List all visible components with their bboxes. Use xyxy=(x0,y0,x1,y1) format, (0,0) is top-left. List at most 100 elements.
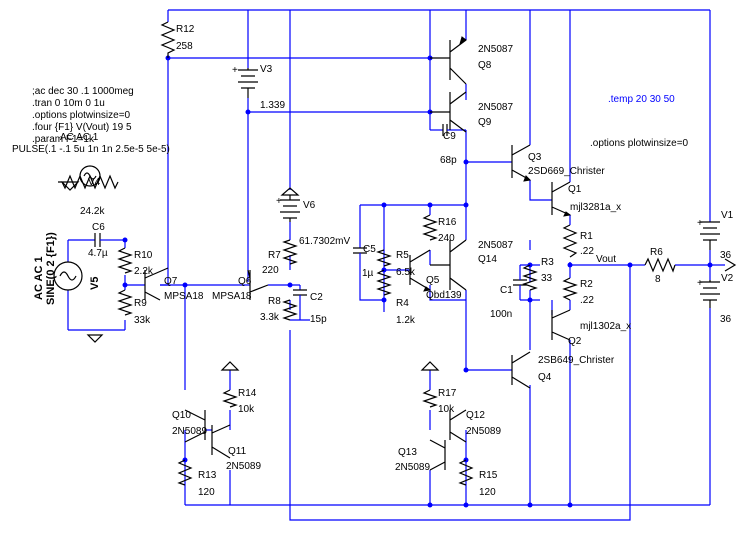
r14-value: 10k xyxy=(238,404,255,415)
directive-text: ;ac dec 30 .1 1000meg .tran 0 10m 0 1u .… xyxy=(32,86,689,149)
q13-name: Q13 xyxy=(398,447,417,458)
c9-value: 68p xyxy=(440,155,457,166)
v5-ac-label: AC AC 1 xyxy=(33,256,45,300)
source-v6: + xyxy=(276,187,300,222)
capacitor-c2 xyxy=(293,289,307,312)
directive-line-2: .tran 0 10m 0 1u xyxy=(32,98,105,109)
c9-name: C9 xyxy=(443,131,456,142)
source-v1: + xyxy=(697,218,720,250)
q8-name: Q8 xyxy=(478,60,492,71)
ground-v5 xyxy=(86,334,104,343)
r16-name: R16 xyxy=(438,217,457,228)
source-v3: + xyxy=(232,65,258,98)
c6-name: C6 xyxy=(92,222,105,233)
q6-model: MPSA18 xyxy=(212,291,252,302)
c1-name: C1 xyxy=(500,285,513,296)
r13-name: R13 xyxy=(198,470,217,481)
resistor-r10 xyxy=(117,247,133,274)
r3-value: 33 xyxy=(541,273,553,284)
transistor-q6 xyxy=(247,269,269,300)
r8-name: R8 xyxy=(268,296,281,307)
resistors xyxy=(58,21,676,486)
q3-model: 2SD669_Christer xyxy=(528,166,605,177)
r9-value: 33k xyxy=(134,315,151,326)
q5-model: Qbd139 xyxy=(426,290,462,301)
source-labels: AC AC 1 PULSE(.1 -.1 5u 1n 1n 2.5e-5 5e-… xyxy=(12,64,734,325)
r6-name: R6 xyxy=(650,247,663,258)
q12-name: Q12 xyxy=(466,410,485,421)
r12-value: 258 xyxy=(176,41,193,52)
r16-value: 240 xyxy=(438,233,455,244)
r2-value: .22 xyxy=(580,295,594,306)
r9-name: R9 xyxy=(134,298,147,309)
q10-name: Q10 xyxy=(172,410,191,421)
q14-name: Q14 xyxy=(478,254,497,265)
q11-model: 2N5089 xyxy=(226,461,261,472)
c1-value: 100n xyxy=(490,309,512,320)
resistor-labels: R12 258 24.2k R10 2.2k R9 33k R7 220 R8 … xyxy=(80,24,663,498)
r15-value: 120 xyxy=(479,487,496,498)
q4-name: Q4 xyxy=(538,372,552,383)
directive-line-5: .param F1=1k xyxy=(32,134,95,145)
q2-model: mjl1302a_x xyxy=(580,321,631,332)
q13-model: 2N5089 xyxy=(395,462,430,473)
resistor-r7 xyxy=(282,239,298,265)
resistor-r8 xyxy=(282,299,298,321)
r4-name: R4 xyxy=(396,298,409,309)
q6-name: Q6 xyxy=(238,276,252,287)
transistor-q4 xyxy=(511,351,531,389)
v6-value: 61.7302mV xyxy=(299,236,350,247)
v5-name: V5 xyxy=(89,277,101,290)
capacitor-labels: C6 4.7µ C9 68p C5 1µ C2 15p C1 100n xyxy=(88,131,513,325)
q12-model: 2N5089 xyxy=(466,426,501,437)
capacitors xyxy=(94,124,527,312)
resistor-r3 xyxy=(522,264,538,291)
q8-model: 2N5087 xyxy=(478,44,513,55)
transistor-q9 xyxy=(430,91,467,133)
c6-value: 4.7µ xyxy=(88,248,108,259)
v4-name: V4 xyxy=(88,177,101,188)
q7-name: Q7 xyxy=(164,276,178,287)
transistor-q7 xyxy=(144,267,169,301)
resistor-r14 xyxy=(222,389,238,408)
q1-model: mjl3281a_x xyxy=(570,202,621,213)
q9-model: 2N5087 xyxy=(478,102,513,113)
r11-value: 24.2k xyxy=(80,206,105,217)
resistor-r13 xyxy=(177,459,193,486)
r13-value: 120 xyxy=(198,487,215,498)
v6-name: V6 xyxy=(303,200,316,211)
r10-value: 2.2k xyxy=(134,266,154,277)
resistor-r15 xyxy=(458,459,474,486)
svg-text:+: + xyxy=(276,196,282,207)
directive-line-3: .options plotwinsize=0 xyxy=(32,110,131,121)
resistor-r17 xyxy=(422,389,438,408)
source-v4 xyxy=(60,165,101,191)
q2-name: Q2 xyxy=(568,336,582,347)
c2-name: C2 xyxy=(310,292,323,303)
resistor-r12 xyxy=(160,21,176,58)
resistor-r2 xyxy=(562,277,578,301)
transistor-q14 xyxy=(430,239,467,291)
q3-name: Q3 xyxy=(528,152,542,163)
r7-name: R7 xyxy=(268,250,281,261)
r1-value: .22 xyxy=(580,246,594,257)
r8-value: 3.3k xyxy=(260,312,280,323)
v4-pulse-label: PULSE(.1 -.1 5u 1n 1n 2.5e-5 5e-5) xyxy=(12,144,170,155)
transistor-q1 xyxy=(551,181,572,217)
v5-sine-label: SINE(0 2 {F1}) xyxy=(45,232,57,305)
c2-value: 15p xyxy=(310,314,327,325)
r3-name: R3 xyxy=(541,257,554,268)
q7-model: MPSA18 xyxy=(164,291,204,302)
v1-name: V1 xyxy=(721,210,734,221)
supply-arrows xyxy=(220,361,440,371)
transistor-q11 xyxy=(211,424,231,459)
dc-sources: + + + + xyxy=(232,65,737,308)
q14-model: 2N5087 xyxy=(478,240,513,251)
q4-model: 2SB649_Christer xyxy=(538,355,615,366)
v4-ac-label: AC AC 1 xyxy=(60,132,99,143)
r14-name: R14 xyxy=(238,388,257,399)
r4-value: 1.2k xyxy=(396,315,416,326)
transistor-labels: 2N5087 Q8 2N5087 Q9 Q3 2SD669_Christer Q… xyxy=(164,44,631,473)
